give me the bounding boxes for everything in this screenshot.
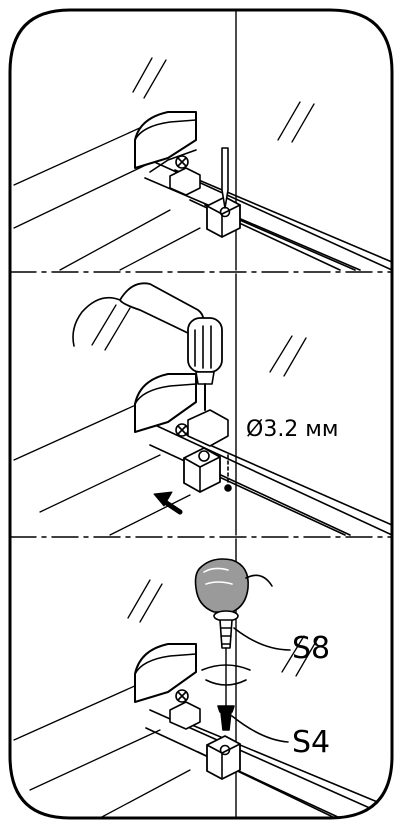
screw-head-icon — [175, 689, 189, 703]
screw-icon — [201, 619, 251, 709]
screw-s8-label: S8 — [292, 631, 330, 666]
glass-reflection-icon — [91, 304, 307, 377]
push-arrow-icon — [153, 491, 183, 515]
panel-step-1 — [13, 11, 392, 271]
leader-line-s4 — [231, 715, 289, 743]
screw-head-icon — [175, 423, 189, 437]
hand-icon — [194, 558, 273, 622]
end-cap-icon — [134, 373, 197, 433]
bracket-icon — [169, 701, 241, 780]
screw-s4-label: S4 — [292, 725, 330, 760]
glass-reflection-icon — [132, 57, 315, 143]
screwdriver-icon — [221, 147, 229, 209]
bracket-icon — [183, 409, 232, 493]
glass-reflection-icon — [127, 579, 319, 677]
drill-icon — [72, 282, 223, 411]
track-rail — [149, 424, 392, 536]
screw-head-icon — [175, 155, 189, 169]
panel-step-3 — [13, 538, 392, 818]
end-cap-icon — [134, 643, 197, 703]
drill-size-label: Ø3.2 мм — [246, 417, 339, 442]
screw-icon — [217, 705, 235, 731]
track-rail — [145, 709, 392, 818]
leader-line-s8 — [233, 627, 291, 651]
end-cap-icon — [134, 111, 197, 173]
panel-step-2 — [13, 273, 392, 536]
